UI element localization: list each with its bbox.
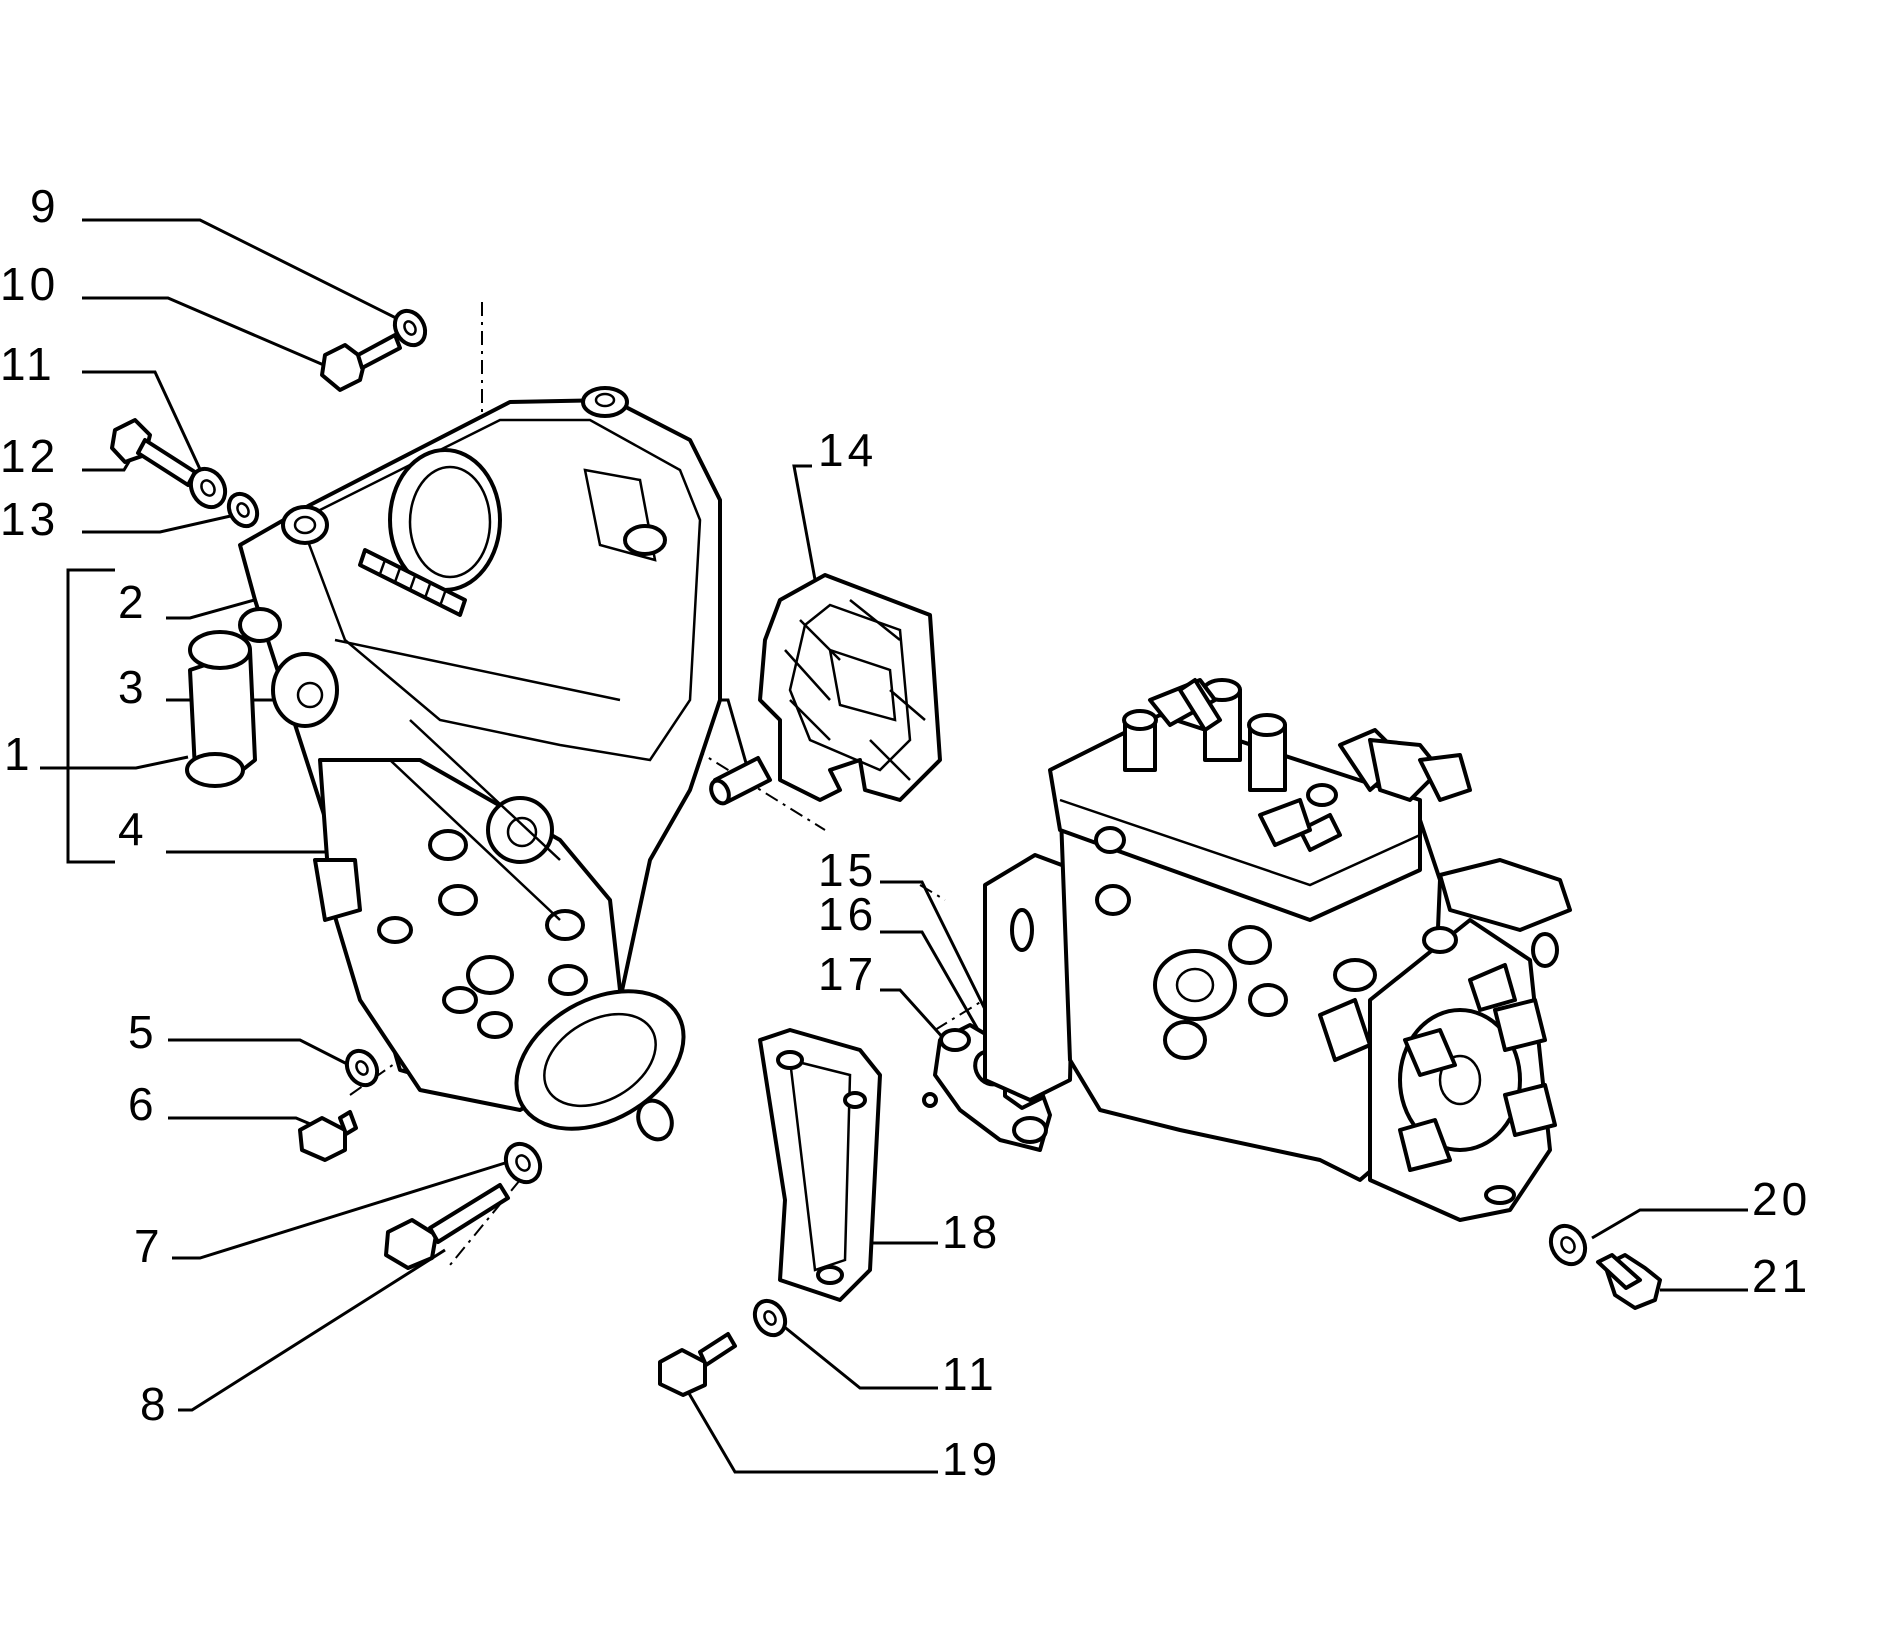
label-3: 3 — [118, 661, 148, 713]
bolt-part-8 — [384, 1183, 510, 1270]
pump-hydraulic-head — [1398, 868, 1559, 1172]
label-19: 19 — [942, 1433, 1001, 1485]
label-13: 13 — [0, 493, 59, 545]
label-11-bottom: 11 — [942, 1348, 998, 1400]
plug-part-4 — [636, 1098, 674, 1142]
injection-pump — [983, 678, 1572, 1222]
gasket-crosshatch — [784, 599, 926, 781]
stud-part-2 — [358, 548, 467, 617]
pump-housing-part-1 — [185, 386, 722, 1131]
label-6: 6 — [128, 1078, 158, 1130]
bracket-part-18 — [758, 1028, 882, 1302]
washer-part-5 — [344, 1048, 380, 1088]
label-20: 20 — [1752, 1173, 1811, 1225]
label-2: 2 — [118, 576, 148, 628]
label-18: 18 — [942, 1206, 1001, 1258]
label-4: 4 — [118, 803, 148, 855]
label-14: 14 — [818, 424, 877, 476]
label-17: 17 — [818, 948, 877, 1000]
washer-part-11-top — [188, 466, 228, 510]
pump-linkage — [1148, 678, 1472, 852]
bolt-part-21 — [1596, 1253, 1662, 1310]
bolt-part-10 — [320, 333, 402, 392]
label-5: 5 — [128, 1006, 158, 1058]
washer-part-7 — [503, 1141, 543, 1185]
bolt-part-12 — [110, 418, 197, 487]
label-1: 1 — [4, 728, 34, 780]
washer-part-9 — [392, 308, 428, 348]
plug-part-6 — [298, 1110, 358, 1162]
label-16: 16 — [818, 888, 877, 940]
label-8: 8 — [140, 1378, 170, 1430]
washer-part-13 — [226, 491, 260, 529]
bolt-part-19 — [658, 1332, 737, 1397]
dowel-pin-part-3 — [709, 756, 772, 806]
leader-lines — [40, 218, 1748, 1474]
label-11-top: 11 — [0, 338, 56, 390]
pump-left-fittings — [1094, 826, 1377, 1062]
label-21: 21 — [1752, 1250, 1811, 1302]
label-15: 15 — [818, 844, 877, 896]
label-12: 12 — [0, 430, 59, 482]
label-10: 10 — [0, 258, 59, 310]
washer-part-20 — [1548, 1223, 1588, 1267]
label-9: 9 — [30, 180, 60, 232]
washer-part-11-bottom — [752, 1298, 788, 1338]
gasket-part-14 — [758, 573, 942, 802]
label-7: 7 — [134, 1220, 164, 1272]
